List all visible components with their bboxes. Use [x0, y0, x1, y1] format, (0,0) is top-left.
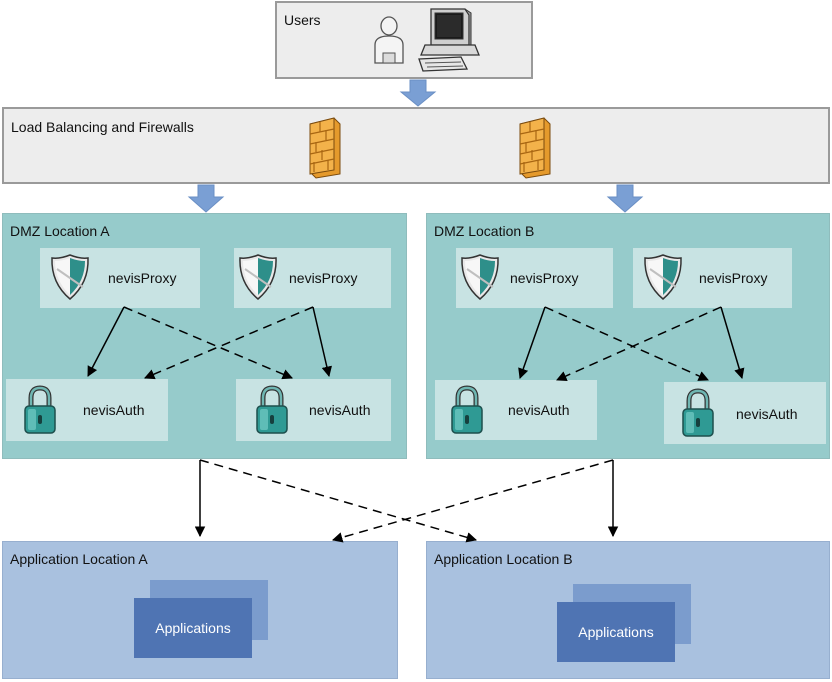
lock-icon — [451, 385, 483, 434]
computer-icon — [418, 8, 480, 72]
applications-card: Applications — [557, 602, 675, 662]
load-balancing-title: Load Balancing and Firewalls — [11, 119, 194, 135]
nevis-proxy-label: nevisProxy — [289, 270, 358, 286]
nevis-auth-label: nevisAuth — [508, 402, 570, 418]
shield-icon — [51, 254, 89, 300]
firewall-icon — [309, 117, 341, 179]
nevis-auth-card: nevisAuth — [435, 380, 597, 440]
shield-icon — [644, 254, 682, 300]
nevis-proxy-label: nevisProxy — [108, 270, 177, 286]
shield-icon — [461, 254, 499, 300]
lock-icon — [24, 385, 56, 434]
connector-dashed — [331, 459, 614, 543]
lock-icon — [682, 388, 714, 437]
nevis-auth-label: nevisAuth — [83, 402, 145, 418]
dmz-location-b: DMZ Location B nevisProxy nevisProxy nev… — [426, 213, 830, 459]
applications-card: Applications — [134, 598, 252, 658]
nevis-auth-label: nevisAuth — [309, 402, 371, 418]
dmz-a-title: DMZ Location A — [10, 223, 110, 239]
flow-arrow — [187, 184, 225, 213]
load-balancing-box: Load Balancing and Firewalls — [2, 107, 830, 184]
nevis-auth-label: nevisAuth — [736, 406, 798, 422]
nevis-proxy-label: nevisProxy — [510, 270, 579, 286]
nevis-proxy-card: nevisProxy — [234, 248, 391, 308]
nevis-proxy-card: nevisProxy — [456, 248, 613, 308]
connector-dashed — [199, 459, 478, 543]
flow-arrow — [606, 184, 644, 213]
nevis-auth-card: nevisAuth — [6, 379, 168, 441]
dmz-location-a: DMZ Location A nevisProxy nevisProxy nev… — [2, 213, 407, 459]
nevis-proxy-card: nevisProxy — [40, 248, 200, 308]
firewall-icon — [519, 117, 551, 179]
user-icon — [374, 16, 404, 64]
flow-arrow — [399, 79, 437, 107]
app-b-title: Application Location B — [434, 551, 573, 567]
users-box: Users — [275, 1, 533, 79]
dmz-b-title: DMZ Location B — [434, 223, 535, 239]
application-location-b: Application Location B Applications — [426, 541, 830, 679]
users-title: Users — [284, 12, 321, 28]
nevis-auth-card: nevisAuth — [236, 379, 391, 441]
nevis-proxy-label: nevisProxy — [699, 270, 768, 286]
shield-icon — [239, 254, 277, 300]
lock-icon — [256, 385, 288, 434]
app-a-title: Application Location A — [10, 551, 148, 567]
nevis-auth-card: nevisAuth — [664, 382, 826, 444]
application-location-a: Application Location A Applications — [2, 541, 398, 679]
nevis-proxy-card: nevisProxy — [633, 248, 792, 308]
